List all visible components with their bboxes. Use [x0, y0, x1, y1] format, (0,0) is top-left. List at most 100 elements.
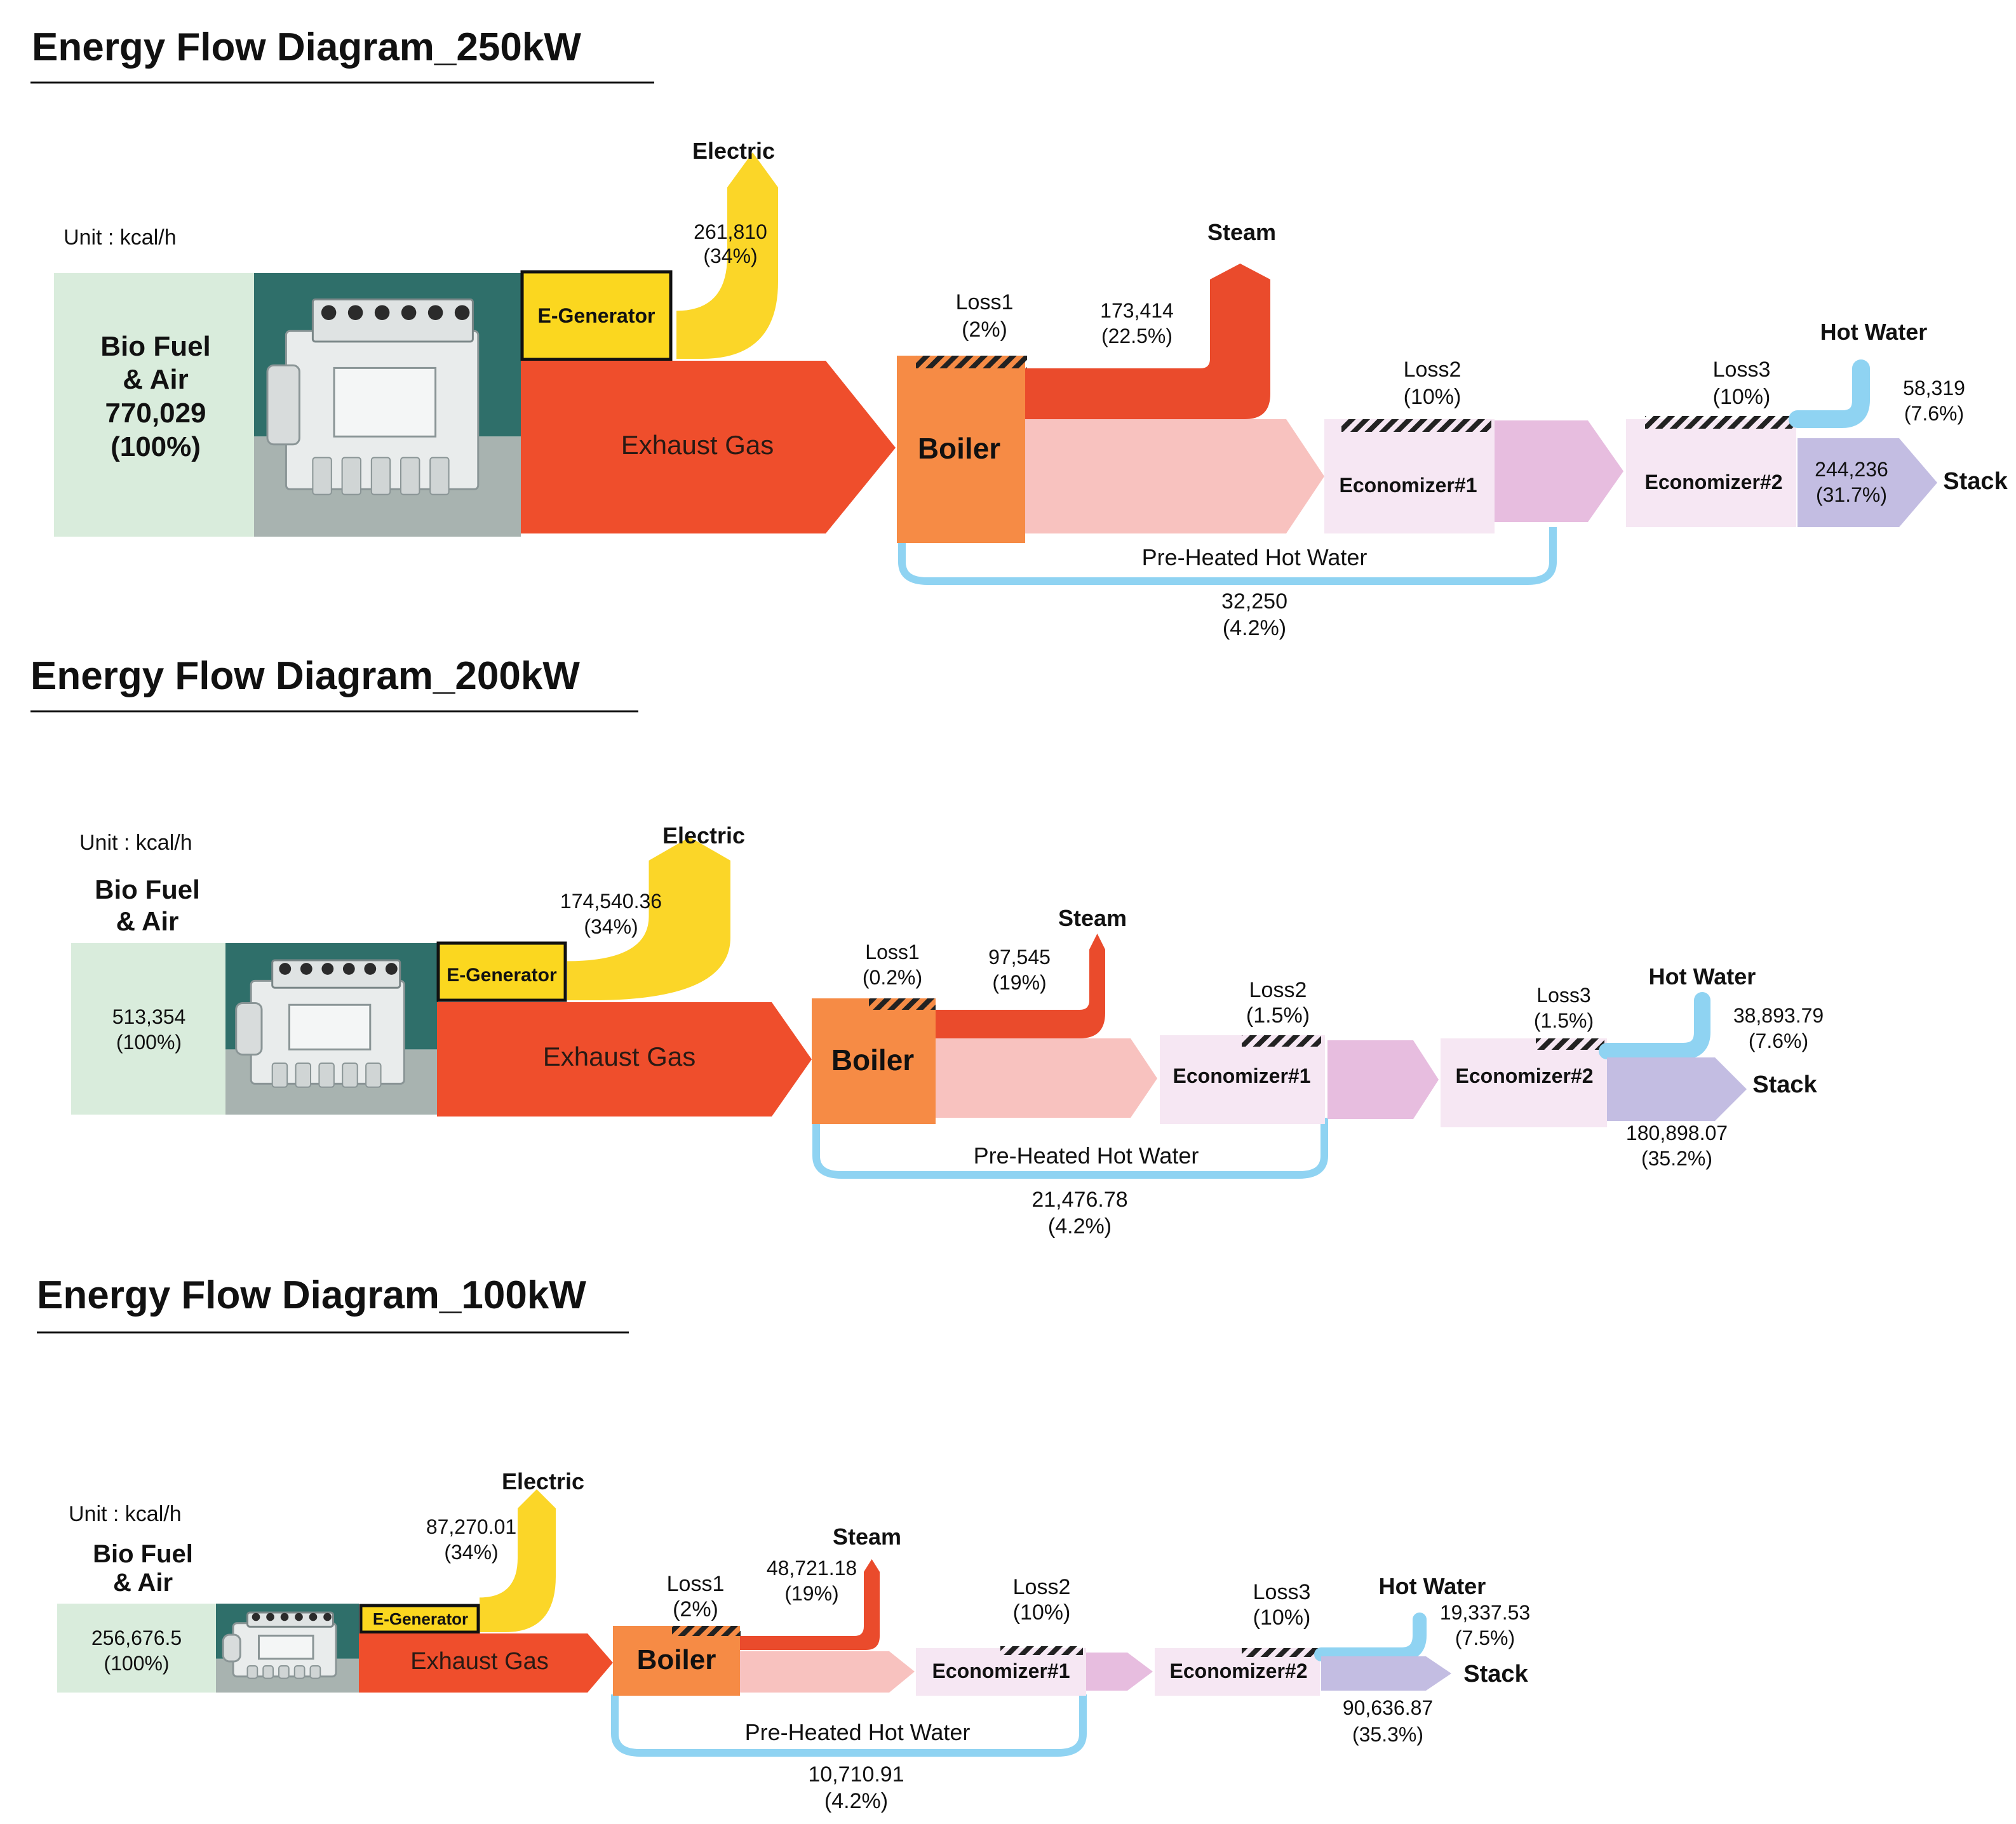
boiler-label: Boiler: [637, 1644, 716, 1675]
preheat-label: Pre-Heated Hot Water: [745, 1719, 971, 1745]
preheat-loop: [812, 1118, 1328, 1179]
loss2-pct: (10%): [1013, 1600, 1071, 1625]
loss1-label: Loss1: [667, 1572, 725, 1596]
stack-value: 244,236: [1815, 458, 1888, 481]
economizer1-box: [916, 1648, 1086, 1696]
loss3-label: Loss3: [1253, 1580, 1311, 1604]
fuel-pct: (100%): [116, 1031, 182, 1054]
electric-value: 261,810: [694, 220, 767, 243]
generator-label: E-Generator: [373, 1609, 468, 1628]
boiler-label: Boiler: [831, 1043, 914, 1076]
hot-water-value: 58,319: [1903, 377, 1965, 399]
stack-label: Stack: [1752, 1071, 1817, 1098]
steam-arrow: [1025, 264, 1270, 419]
generator-label: E-Generator: [447, 965, 557, 986]
fuel-label-line2: & Air: [116, 906, 179, 936]
economizer1-label: Economizer#1: [1340, 474, 1477, 497]
steam-label: Steam: [833, 1524, 901, 1550]
boiler-box: [897, 356, 1025, 543]
hot-water-pct: (7.6%): [1904, 402, 1964, 425]
diagram-title: Energy Flow Diagram_250kW: [32, 25, 581, 69]
loss2-pct: (10%): [1404, 385, 1462, 409]
steam-arrow: [740, 1559, 880, 1650]
preheat-loop: [898, 527, 1557, 585]
stack-arrow: [1798, 438, 1937, 527]
stack-pct: (31.7%): [1816, 483, 1887, 506]
loss3-label: Loss3: [1713, 358, 1771, 382]
exhaust-label: Exhaust Gas: [410, 1648, 549, 1675]
energy-flow-diagram-1: Energy Flow Diagram_250kW Unit : kcal/hBi…: [30, 25, 2008, 640]
fuel-pct: (100%): [111, 431, 201, 462]
generator-box: [436, 941, 567, 1002]
fuel-box: [54, 273, 254, 537]
loss3-label: Loss3: [1536, 984, 1590, 1007]
exhaust-arrow: [359, 1633, 613, 1693]
engine-icon: [216, 1604, 359, 1693]
hot-water-label: Hot Water: [1649, 963, 1756, 989]
electric-arrow: [567, 837, 730, 1000]
electric-pct: (34%): [703, 245, 757, 267]
preheat-value: 32,250: [1221, 589, 1287, 614]
stack-label: Stack: [1943, 468, 2008, 495]
economizer1-label: Economizer#1: [932, 1660, 1070, 1682]
preheat-pct: (4.2%): [824, 1789, 888, 1813]
loss3-pct: (1.5%): [1534, 1009, 1594, 1032]
electric-pct: (34%): [584, 915, 638, 938]
economizer2-label: Economizer#2: [1456, 1064, 1594, 1087]
preheat-value: 21,476.78: [1032, 1188, 1127, 1212]
preheat-label: Pre-Heated Hot Water: [974, 1143, 1199, 1169]
loss2-label: Loss2: [1013, 1575, 1071, 1599]
fuel-label-line2: & Air: [123, 364, 189, 395]
economizer1-box: [1324, 419, 1495, 533]
generator-box: [359, 1604, 480, 1634]
unit-label: Unit : kcal/h: [64, 225, 177, 250]
loss3-hatch: [1242, 1648, 1321, 1657]
electric-value: 174,540.36: [560, 890, 662, 913]
fuel-label-line1: Bio Fuel: [100, 331, 211, 362]
electric-arrow: [480, 1489, 556, 1632]
loss2-hatch: [1341, 419, 1491, 432]
unit-label: Unit : kcal/h: [69, 1502, 182, 1526]
loss1-label: Loss1: [865, 941, 919, 963]
fuel-value: 770,029: [105, 398, 206, 429]
steam-arrow: [936, 934, 1105, 1038]
generator-box: [520, 270, 673, 361]
steam-pct: (19%): [992, 971, 1046, 994]
steam-pct: (22.5%): [1101, 325, 1173, 347]
electric-label: Electric: [502, 1468, 584, 1494]
boiler-label: Boiler: [918, 432, 1000, 465]
fuel-label-line1: Bio Fuel: [95, 875, 200, 904]
stack-value: 90,636.87: [1343, 1696, 1433, 1719]
loss3-hatch: [1645, 416, 1795, 429]
generator-label: E-Generator: [538, 304, 655, 327]
electric-value: 87,270.01: [426, 1515, 516, 1538]
stack-pct: (35.3%): [1352, 1723, 1423, 1746]
loss1-hatch: [672, 1626, 741, 1636]
loss2-hatch: [1242, 1035, 1321, 1047]
hot-water-arrow: [1314, 1613, 1427, 1661]
economizer2-label: Economizer#2: [1645, 471, 1783, 493]
steam-label: Steam: [1058, 905, 1127, 931]
steam-value: 173,414: [1100, 299, 1174, 322]
loss1-hatch: [869, 998, 936, 1010]
preheat-loop: [611, 1694, 1087, 1757]
exhaust-label: Exhaust Gas: [621, 430, 774, 460]
hot-water-arrow: [1599, 992, 1710, 1059]
loss2-label: Loss2: [1404, 358, 1462, 382]
economizer-transfer-arrow: [1086, 1653, 1153, 1691]
economizer-transfer-arrow: [1495, 420, 1623, 522]
boiler-box: [812, 998, 936, 1124]
loss2-pct: (1.5%): [1246, 1003, 1310, 1028]
fuel-value: 513,354: [112, 1005, 186, 1028]
diagram-title: Energy Flow Diagram_200kW: [30, 654, 580, 698]
loss3-hatch: [1536, 1038, 1604, 1050]
engine-icon: [254, 273, 521, 537]
preheat-pct: (4.2%): [1223, 616, 1286, 640]
fuel-label-line1: Bio Fuel: [93, 1540, 193, 1568]
loss3-pct: (10%): [1713, 385, 1771, 409]
boiler-output-arrow: [936, 1038, 1157, 1118]
boiler-output-arrow: [740, 1651, 915, 1693]
